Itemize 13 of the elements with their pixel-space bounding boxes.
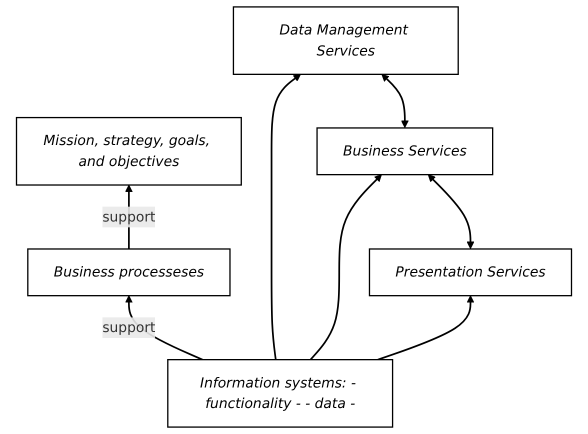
node-box: Mission, strategy, goals, and objectives [16, 116, 242, 186]
arrow [270, 74, 301, 360]
node-box: Business processeses [27, 248, 231, 296]
node-box: Data Management Services [232, 6, 459, 75]
arrow [428, 174, 474, 249]
node-box: Presentation Services [368, 248, 572, 296]
arrow [381, 74, 409, 128]
edge-label: support [102, 319, 156, 336]
node-box: Information systems: - functionality - - data - [167, 359, 394, 428]
node-box: Business Services [316, 127, 494, 176]
edge-label: support [102, 208, 156, 225]
arrow [310, 174, 382, 360]
arrow [378, 295, 474, 360]
